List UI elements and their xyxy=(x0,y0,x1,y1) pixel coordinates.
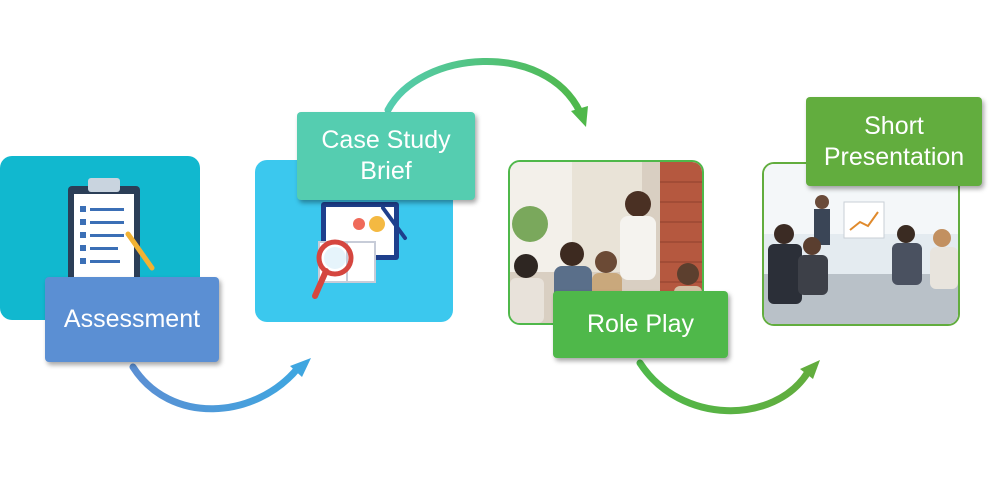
case-study-brief-label: Case Study Brief xyxy=(297,112,475,200)
clipboard-checklist-icon xyxy=(68,178,155,282)
role-play-label: Role Play xyxy=(553,291,728,358)
arrow-roleplay-to-presentation xyxy=(636,359,820,415)
short-presentation-card xyxy=(762,162,960,326)
arrow-assessment-to-case xyxy=(129,358,311,413)
short-presentation-label: Short Presentation xyxy=(806,97,982,186)
magnifier-book-monitor-icon xyxy=(312,202,407,299)
assessment-label: Assessment xyxy=(45,277,219,362)
business-meeting-photo xyxy=(764,164,958,324)
arrow-case-to-roleplay xyxy=(384,57,588,127)
